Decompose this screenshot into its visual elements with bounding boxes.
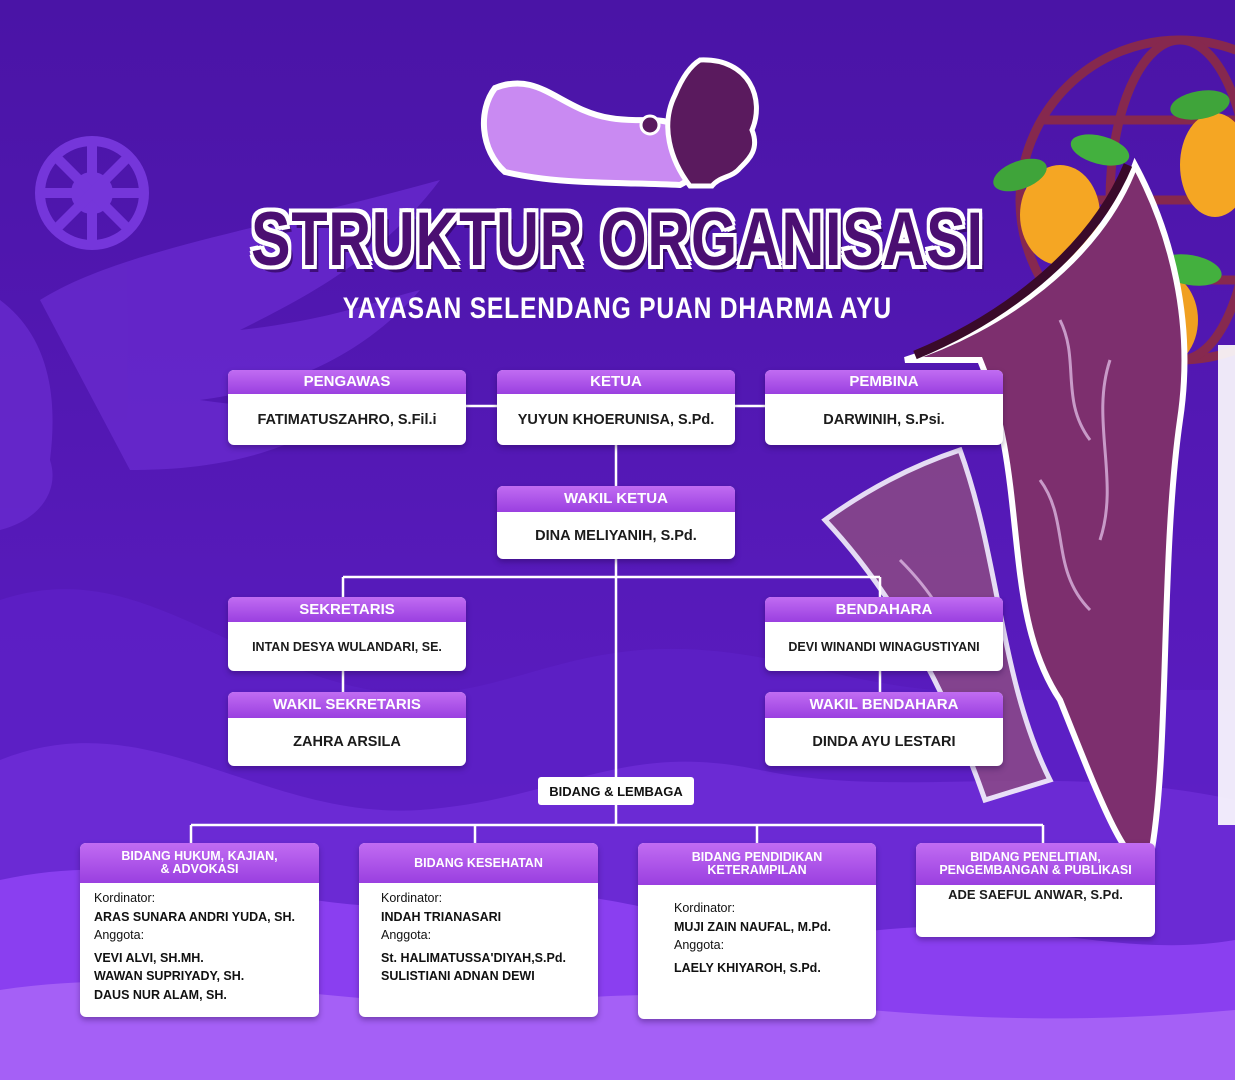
box-bendahara: BENDAHARA DEVI WINANDI WINAGUSTIYANI — [765, 597, 1003, 671]
person-name: ADE SAEFUL ANWAR, S.Pd. — [948, 887, 1123, 902]
bidang-title-line1: BIDANG PENDIDIKAN — [691, 850, 823, 864]
bidang-title: BIDANG HUKUM, KAJIAN, & ADVOKASI — [80, 843, 319, 883]
box-pengawas: PENGAWAS FATIMATUSZAHRO, S.Fil.i — [228, 370, 466, 445]
box-bidang-pendidikan: BIDANG PENDIDIKAN KETERAMPILAN Kordinato… — [638, 843, 876, 1019]
kordinator-name: INDAH TRIANASARI — [381, 909, 502, 924]
page-subtitle: YAYASAN SELENDANG PUAN DHARMA AYU — [342, 292, 893, 325]
chart-connectors — [189, 404, 1045, 845]
person-name: DINDA AYU LESTARI — [812, 734, 956, 750]
bidang-title: BIDANG PENDIDIKAN KETERAMPILAN — [638, 843, 876, 885]
garuda-wing-icon — [0, 180, 440, 530]
anggota-label: Anggota: — [674, 938, 725, 952]
kordinator-label: Kordinator: — [674, 901, 736, 915]
box-sekretaris: SEKRETARIS INTAN DESYA WULANDARI, SE. — [228, 597, 466, 671]
person-name: INTAN DESYA WULANDARI, SE. — [252, 639, 442, 654]
box-wakil-sekretaris: WAKIL SEKRETARIS ZAHRA ARSILA — [228, 692, 466, 766]
kordinator-name: ARAS SUNARA ANDRI YUDA, SH. — [94, 909, 295, 924]
role-label: BENDAHARA — [765, 597, 1003, 622]
role-label: WAKIL KETUA — [497, 486, 735, 512]
bidang-lembaga-label: BIDANG & LEMBAGA — [538, 777, 694, 805]
page-title: STRUKTUR ORGANISASI — [250, 197, 984, 282]
anggota-name: SULISTIANI ADNAN DEWI — [381, 969, 535, 983]
box-ketua: KETUA YUYUN KHOERUNISA, S.Pd. — [497, 370, 735, 445]
bidang-details: Kordinator: ARAS SUNARA ANDRI YUDA, SH. … — [80, 883, 319, 1004]
person-name: DEVI WINANDI WINAGUSTIYANI — [788, 639, 980, 654]
bidang-title-line1: BIDANG HUKUM, KAJIAN, — [121, 849, 278, 863]
role-label: WAKIL BENDAHARA — [765, 692, 1003, 718]
bidang-details: Kordinator: INDAH TRIANASARI Anggota: St… — [359, 883, 598, 986]
box-bidang-hukum: BIDANG HUKUM, KAJIAN, & ADVOKASI Kordina… — [80, 843, 319, 1017]
role-label: PENGAWAS — [228, 370, 466, 394]
kordinator-label: Kordinator: — [94, 891, 156, 905]
person-name: DARWINIH, S.Psi. — [823, 411, 945, 428]
bidang-title-line2: KETERAMPILAN — [707, 863, 807, 877]
anggota-label: Anggota: — [381, 928, 432, 942]
anggota-name: LAELY KHIYAROH, S.Pd. — [674, 960, 821, 975]
person-name: ZAHRA ARSILA — [293, 734, 401, 750]
role-label: PEMBINA — [765, 370, 1003, 394]
anggota-name: DAUS NUR ALAM, SH. — [94, 987, 227, 1002]
person-name: FATIMATUSZAHRO, S.Fil.i — [257, 411, 437, 428]
bidang-title-line2: PENGEMBANGAN & PUBLIKASI — [939, 863, 1132, 877]
anggota-name: WAWAN SUPRIYADY, SH. — [94, 969, 245, 983]
box-bidang-kesehatan: BIDANG KESEHATAN Kordinator: INDAH TRIAN… — [359, 843, 598, 1017]
anggota-label: Anggota: — [94, 928, 145, 942]
logo-icon — [480, 57, 759, 189]
box-bidang-penelitian: BIDANG PENELITIAN, PENGEMBANGAN & PUBLIK… — [916, 843, 1155, 937]
kordinator-label: Kordinator: — [381, 891, 443, 905]
bidang-title-line1: BIDANG PENELITIAN, — [970, 850, 1101, 864]
person-name: DINA MELIYANIH, S.Pd. — [535, 527, 697, 544]
bidang-title-line2: & ADVOKASI — [160, 862, 239, 876]
bidang-title: BIDANG PENELITIAN, PENGEMBANGAN & PUBLIK… — [916, 843, 1155, 885]
person-name: YUYUN KHOERUNISA, S.Pd. — [517, 411, 715, 428]
anggota-name: VEVI ALVI, SH.MH. — [94, 950, 204, 965]
bidang-details: Kordinator: MUJI ZAIN NAUFAL, M.Pd. Angg… — [638, 885, 876, 977]
role-label: WAKIL SEKRETARIS — [228, 692, 466, 718]
bidang-title: BIDANG KESEHATAN — [359, 843, 598, 883]
box-pembina: PEMBINA DARWINIH, S.Psi. — [765, 370, 1003, 445]
box-wakil-bendahara: WAKIL BENDAHARA DINDA AYU LESTARI — [765, 692, 1003, 766]
kordinator-name: MUJI ZAIN NAUFAL, M.Pd. — [674, 919, 831, 934]
role-label: KETUA — [497, 370, 735, 394]
box-wakil-ketua: WAKIL KETUA DINA MELIYANIH, S.Pd. — [497, 486, 735, 559]
anggota-name: St. HALIMATUSSA'DIYAH,S.Pd. — [381, 950, 566, 965]
dharma-wheel-icon — [35, 136, 149, 250]
role-label: SEKRETARIS — [228, 597, 466, 622]
